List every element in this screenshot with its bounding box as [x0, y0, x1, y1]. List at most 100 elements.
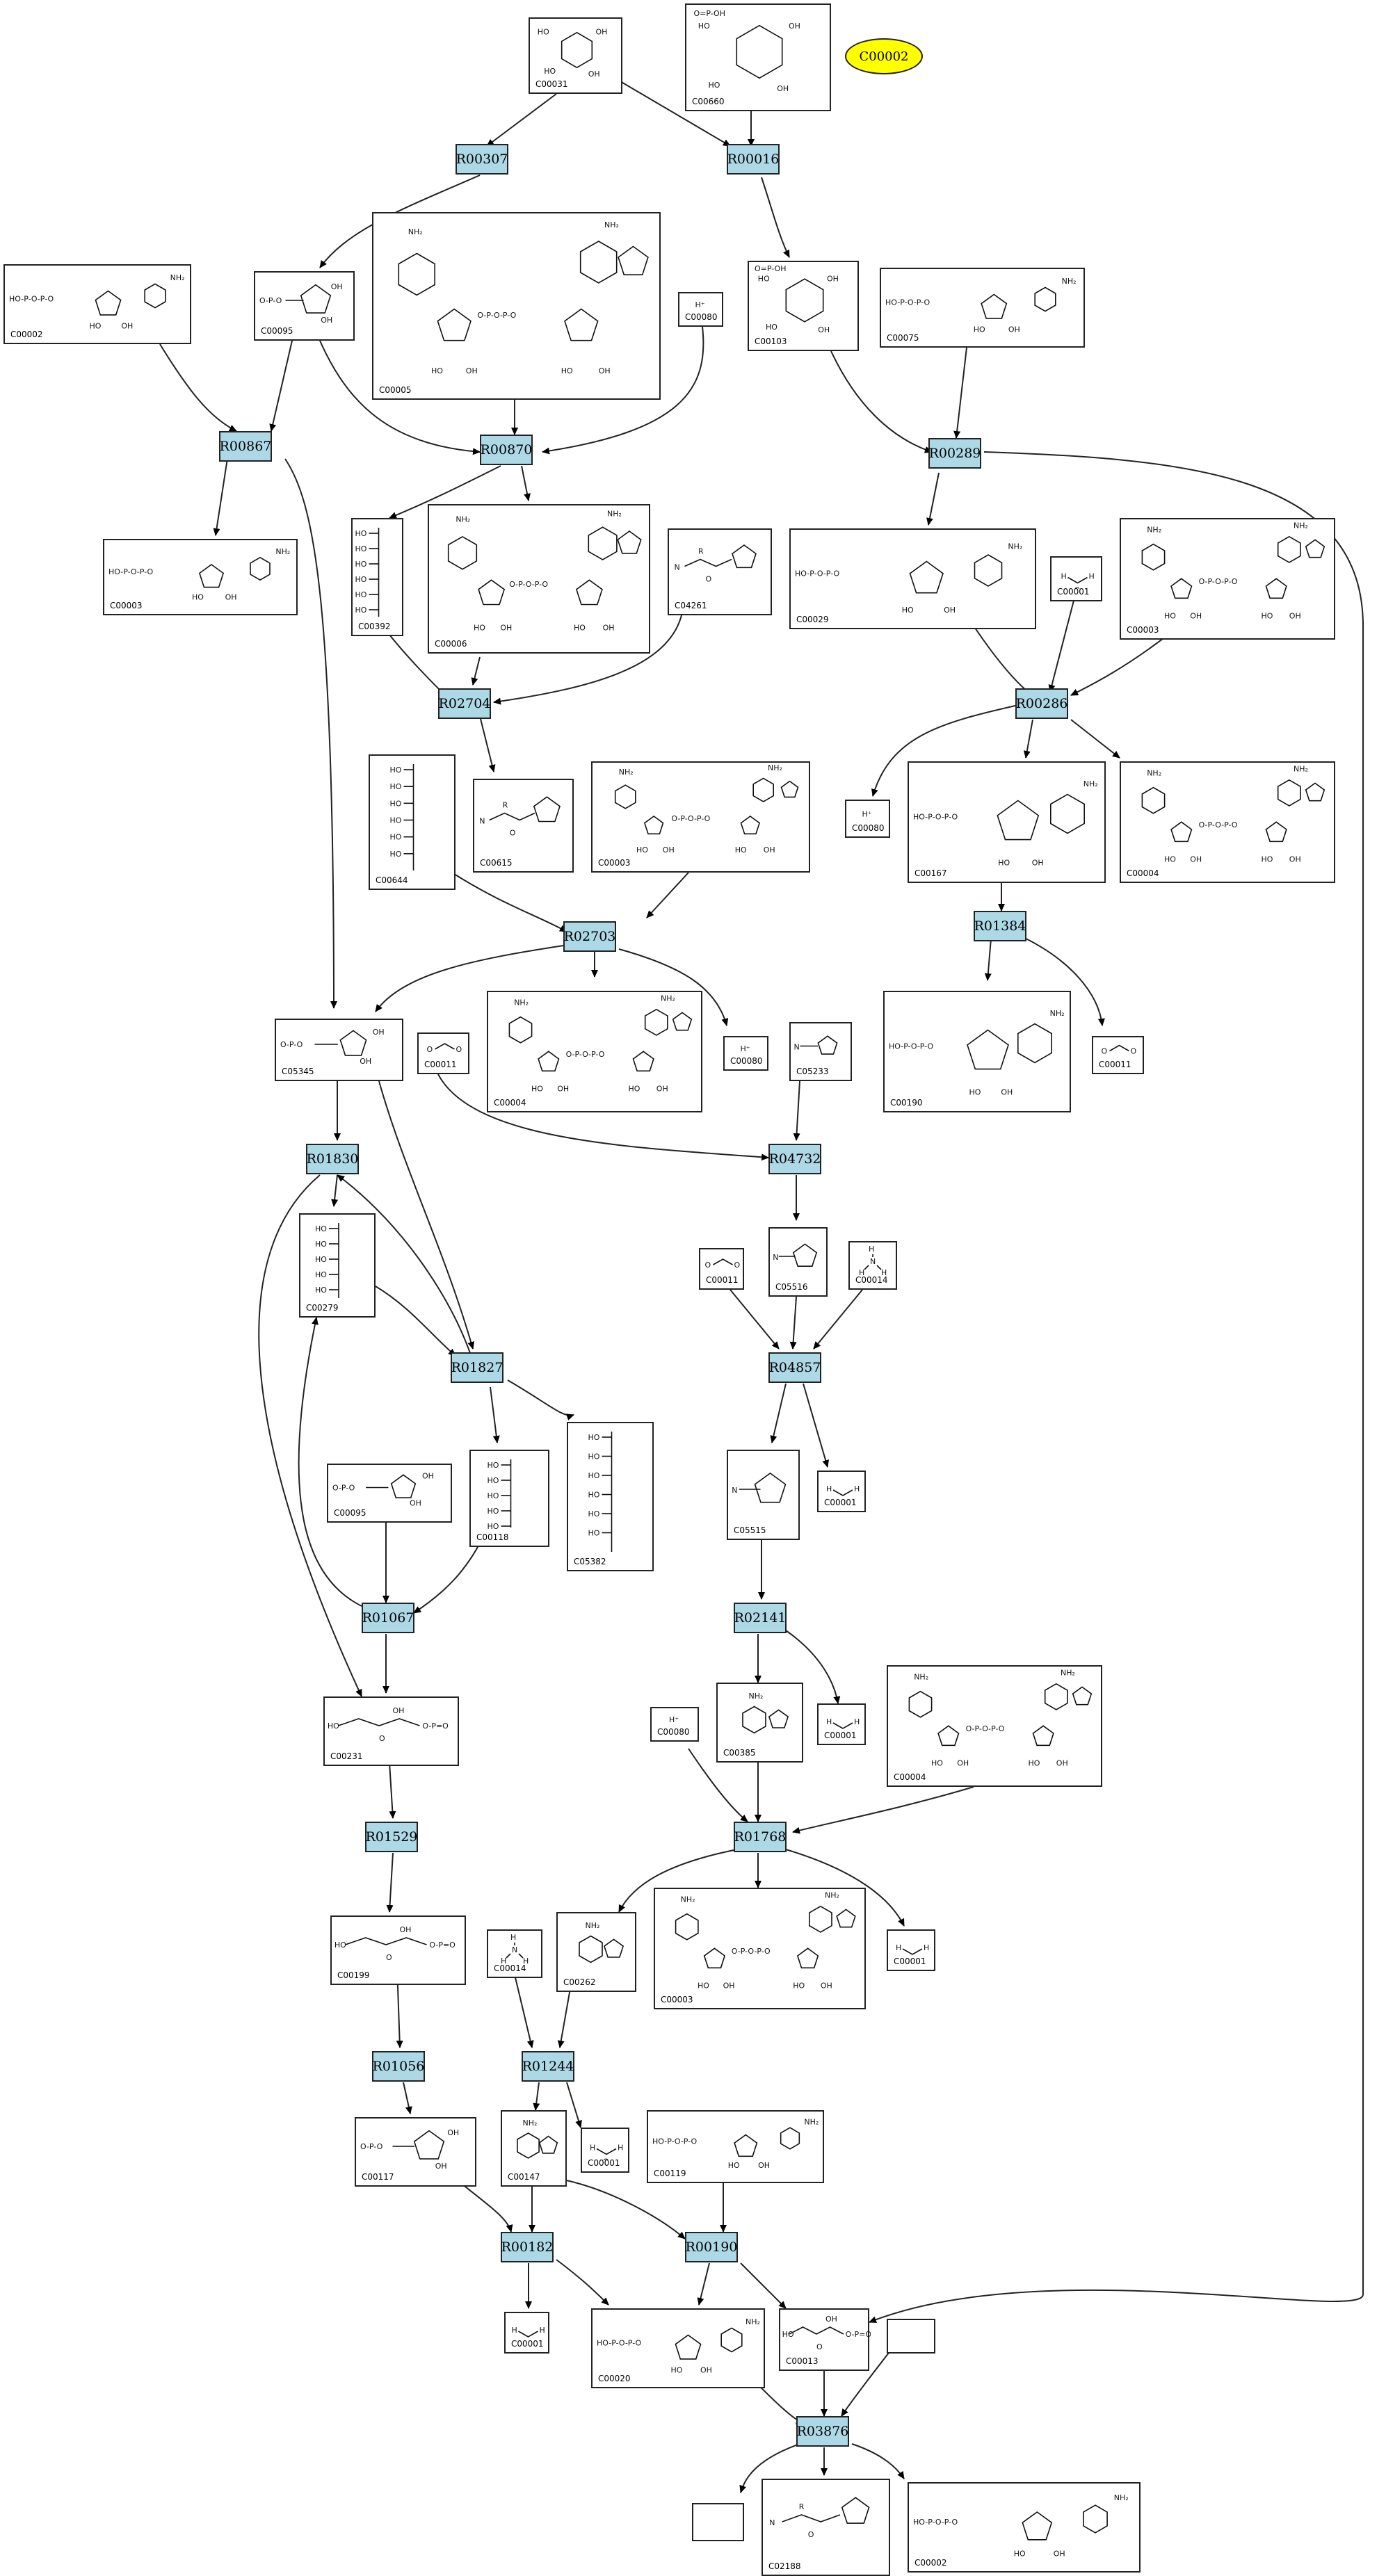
reaction-node-r01244[interactable]: R01244: [522, 2051, 574, 2082]
reaction-node-r00016[interactable]: R00016: [727, 144, 780, 175]
svg-text:HO: HO: [1262, 612, 1273, 621]
edge: [739, 2443, 800, 2493]
svg-text:N: N: [675, 563, 680, 572]
svg-text:OH: OH: [656, 1085, 668, 1094]
svg-text:O: O: [427, 1045, 433, 1054]
reaction-node-r01067[interactable]: R01067: [362, 1603, 414, 1633]
reaction-node-r01384[interactable]: R01384: [974, 911, 1026, 941]
reaction-node-r00182[interactable]: R00182: [501, 2232, 554, 2262]
svg-text:OH: OH: [596, 28, 608, 37]
svg-text:H: H: [512, 2326, 517, 2335]
svg-text:HO: HO: [355, 575, 367, 584]
reaction-node-r00190[interactable]: R00190: [685, 2232, 738, 2262]
svg-text:H⁺: H⁺: [741, 1044, 750, 1053]
reaction-node-r04732[interactable]: R04732: [768, 1144, 821, 1174]
reaction-node-r00307[interactable]: R00307: [456, 144, 508, 175]
reaction-node-r00870[interactable]: R00870: [480, 435, 533, 465]
reaction-node-r01830[interactable]: R01830: [306, 1144, 359, 1174]
highlighted-compound-c00002[interactable]: C00002: [845, 38, 923, 74]
compound-box[interactable]: HHOC00001: [817, 1471, 866, 1512]
reaction-node-r02703[interactable]: R02703: [563, 921, 616, 952]
compound-box[interactable]: H⁺C00080: [650, 1707, 699, 1742]
svg-text:HO: HO: [355, 544, 367, 553]
reaction-node-r02704[interactable]: R02704: [438, 688, 491, 719]
compound-box[interactable]: H⁺C00080: [845, 800, 890, 838]
compound-id: C00167: [914, 868, 947, 878]
compound-id: C05515: [734, 1525, 766, 1535]
reaction-node-r01529[interactable]: R01529: [365, 1822, 418, 1852]
reaction-node-r00289[interactable]: R00289: [928, 438, 981, 469]
compound-box[interactable]: H⁺C00080: [723, 1036, 768, 1071]
svg-text:HO: HO: [355, 560, 367, 569]
edge: [486, 93, 557, 147]
compound-box[interactable]: H⁺C00080: [678, 292, 723, 327]
compound-box[interactable]: HHOC00001: [1050, 556, 1102, 601]
reaction-node-r01056[interactable]: R01056: [372, 2051, 425, 2082]
empty-compound-box-top[interactable]: [887, 2319, 935, 2354]
edge: [284, 458, 337, 1009]
compound-box[interactable]: HHOC00001: [817, 1703, 866, 1745]
svg-text:NH₂: NH₂: [914, 1673, 928, 1682]
empty-compound-box-bottom[interactable]: [692, 2503, 744, 2541]
reaction-node-r01768[interactable]: R01768: [734, 1822, 787, 1852]
reaction-node-r00286[interactable]: R00286: [1015, 688, 1068, 719]
reaction-node-r01827[interactable]: R01827: [451, 1352, 503, 1383]
reaction-node-r02141[interactable]: R02141: [734, 1603, 787, 1633]
compound-box[interactable]: HHOC00001: [887, 1929, 935, 1971]
compound-box[interactable]: HHOC00001: [504, 2312, 549, 2354]
reaction-node-r03876[interactable]: R03876: [796, 2416, 849, 2447]
reaction-node-r04857[interactable]: R04857: [768, 1352, 821, 1383]
svg-text:HO: HO: [315, 1240, 327, 1249]
compound-box[interactable]: HHOC00001: [581, 2128, 629, 2173]
reaction-node-r00867[interactable]: R00867: [219, 431, 272, 462]
svg-text:H: H: [540, 2326, 545, 2335]
